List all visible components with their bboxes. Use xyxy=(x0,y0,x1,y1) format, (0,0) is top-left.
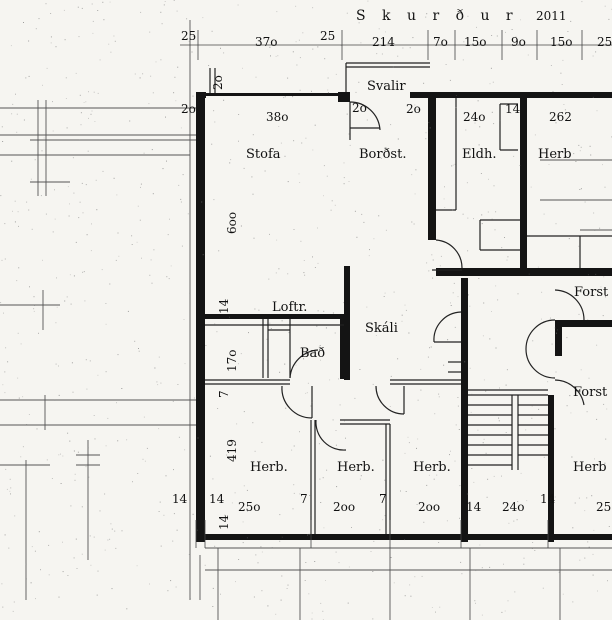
bottom-dim-4: 7 xyxy=(300,492,308,506)
bottom-wall-dim: 14 xyxy=(217,514,231,530)
top-dim-5: 7o xyxy=(433,35,448,49)
herb-depth-dim: 419 xyxy=(225,439,239,462)
balcony-dim-right: 2o xyxy=(352,101,367,115)
top-dim-1: 25 xyxy=(181,29,196,43)
bottom-dim-9: 24o xyxy=(502,500,525,514)
balcony xyxy=(209,62,430,95)
room-label-svalir: Svalir xyxy=(367,79,406,94)
top-dim-3: 25 xyxy=(320,29,335,43)
stofa-depth-dim: 6oo xyxy=(225,212,239,234)
wall-7-dim: 7 xyxy=(217,390,231,398)
walls xyxy=(196,92,612,542)
bottom-dim-7: 2oo xyxy=(418,500,440,514)
top-dim-9: 25 xyxy=(597,35,612,49)
background-sheet-lines xyxy=(0,20,612,620)
room-label-forst-top: Forst xyxy=(574,285,609,300)
room-label-herb-3: Herb. xyxy=(413,460,451,475)
eldh-width-dim: 24o xyxy=(463,110,486,124)
stofa-left-dim: 2o xyxy=(181,102,196,116)
room-label-eldh: Eldh. xyxy=(462,147,496,162)
door-swings xyxy=(281,101,585,451)
top-dimension-line xyxy=(180,30,612,60)
partitions xyxy=(205,98,612,534)
top-dim-2: 37o xyxy=(255,35,278,49)
section-title: S k u r ð u r xyxy=(356,8,519,24)
eldh-wall-dim: 14 xyxy=(505,102,521,116)
loftr-wall-dim: 14 xyxy=(217,298,231,314)
bottom-dim-6: 7 xyxy=(379,492,387,506)
top-dim-4: 214 xyxy=(372,35,395,49)
room-label-bordst: Borðst. xyxy=(359,147,406,162)
room-label-herb-top: Herb xyxy=(538,147,572,162)
room-label-stofa: Stofa xyxy=(246,147,281,162)
herb-width-dim: 262 xyxy=(549,110,572,124)
bad-depth-dim: 17o xyxy=(225,350,239,373)
room-label-herb-2: Herb. xyxy=(337,460,375,475)
staircase xyxy=(468,389,548,470)
bottom-dim-8: 14 xyxy=(466,500,482,514)
top-dim-8: 15o xyxy=(550,35,573,49)
stofa-width-dim: 38o xyxy=(266,110,289,124)
room-label-bad: Bað xyxy=(300,346,325,361)
drawing-code: 2011 xyxy=(536,9,567,23)
bottom-dimension-ticks xyxy=(195,520,549,548)
top-dim-7: 9o xyxy=(511,35,526,49)
room-label-skali: Skáli xyxy=(365,321,398,336)
bottom-dim-3: 25o xyxy=(238,500,261,514)
bordst-right-dim: 2o xyxy=(406,102,421,116)
bottom-dim-10: 14 xyxy=(540,492,556,506)
bottom-dim-5: 2oo xyxy=(333,500,355,514)
bottom-dim-1: 14 xyxy=(172,492,188,506)
room-label-forst-mid: Forst xyxy=(573,385,608,400)
room-label-loftr: Loftr. xyxy=(272,300,307,315)
bottom-dim-2: 14 xyxy=(209,492,225,506)
room-label-herb-1: Herb. xyxy=(250,460,288,475)
room-label-herb-4: Herb xyxy=(573,460,607,475)
bottom-dim-11: 25 xyxy=(596,500,611,514)
balcony-dim-left: 2o xyxy=(211,75,225,90)
top-dim-6: 15o xyxy=(464,35,487,49)
